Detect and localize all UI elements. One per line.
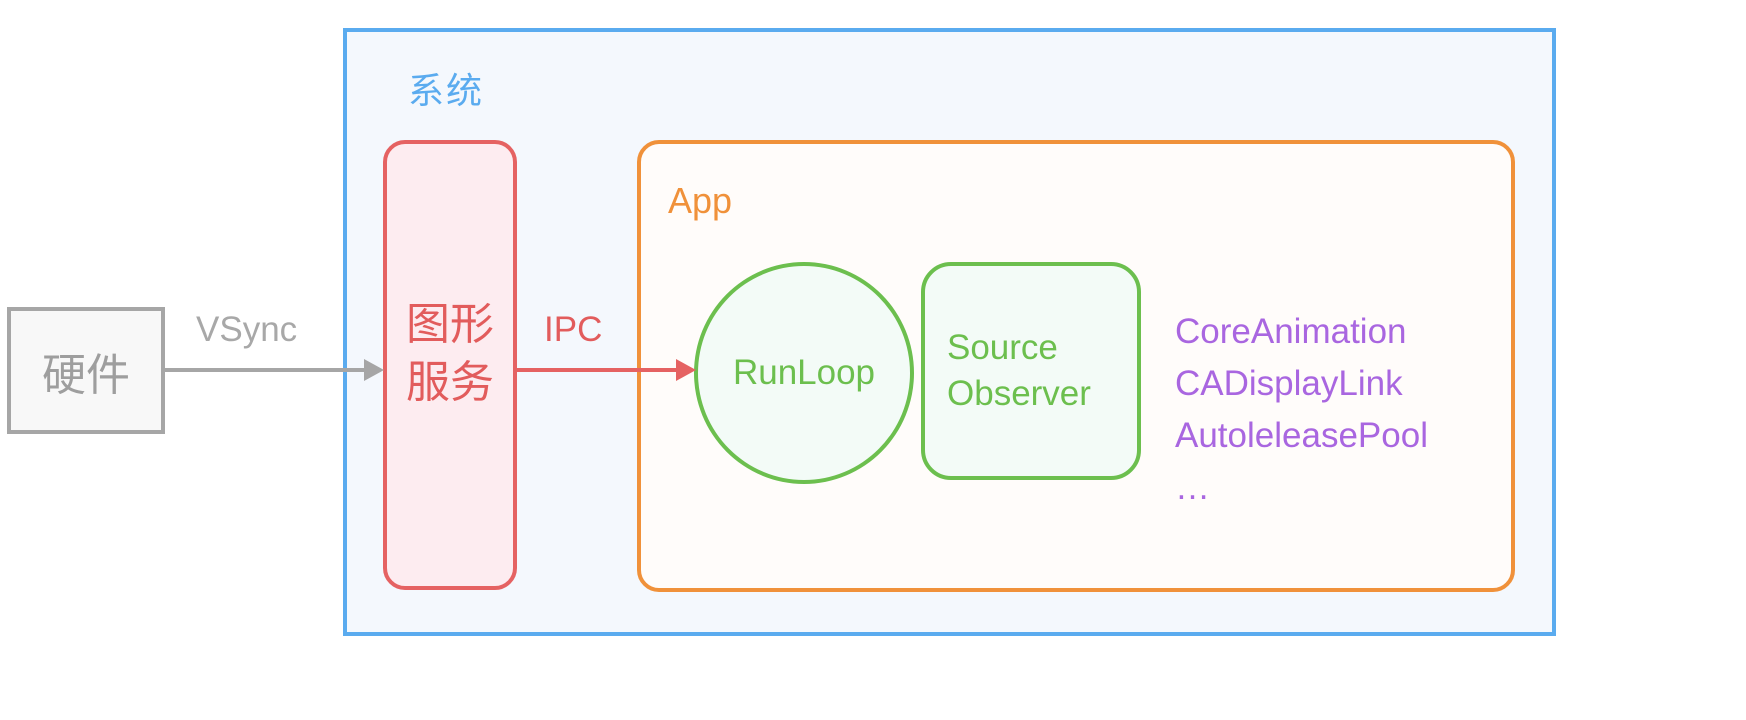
source-observer-line2: Observer	[947, 374, 1091, 413]
source-observer-line1: Source	[947, 328, 1058, 367]
component-item-ellipsis: …	[1175, 468, 1210, 507]
graphics-service-label-line1: 图形	[406, 299, 494, 350]
runloop-node: RunLoop	[694, 262, 914, 484]
vsync-edge-label: VSync	[196, 310, 298, 349]
component-item: AutoleleasePool	[1175, 416, 1428, 455]
app-label: App	[668, 180, 733, 221]
source-observer-node: Source Observer	[921, 262, 1141, 480]
component-item: CADisplayLink	[1175, 364, 1403, 403]
ipc-edge-label: IPC	[544, 310, 603, 349]
system-label: 系统	[408, 71, 485, 112]
component-item: CoreAnimation	[1175, 312, 1407, 351]
runloop-label: RunLoop	[732, 353, 876, 392]
hardware-label: 硬件	[42, 349, 130, 401]
graphics-service-label-line2: 服务	[406, 357, 494, 408]
hardware-node: 硬件	[7, 307, 165, 434]
component-list: CoreAnimation CADisplayLink AutoleleaseP…	[1175, 306, 1428, 514]
graphics-service-node	[383, 140, 517, 590]
graphics-service-label: 图形 服务	[383, 296, 517, 412]
